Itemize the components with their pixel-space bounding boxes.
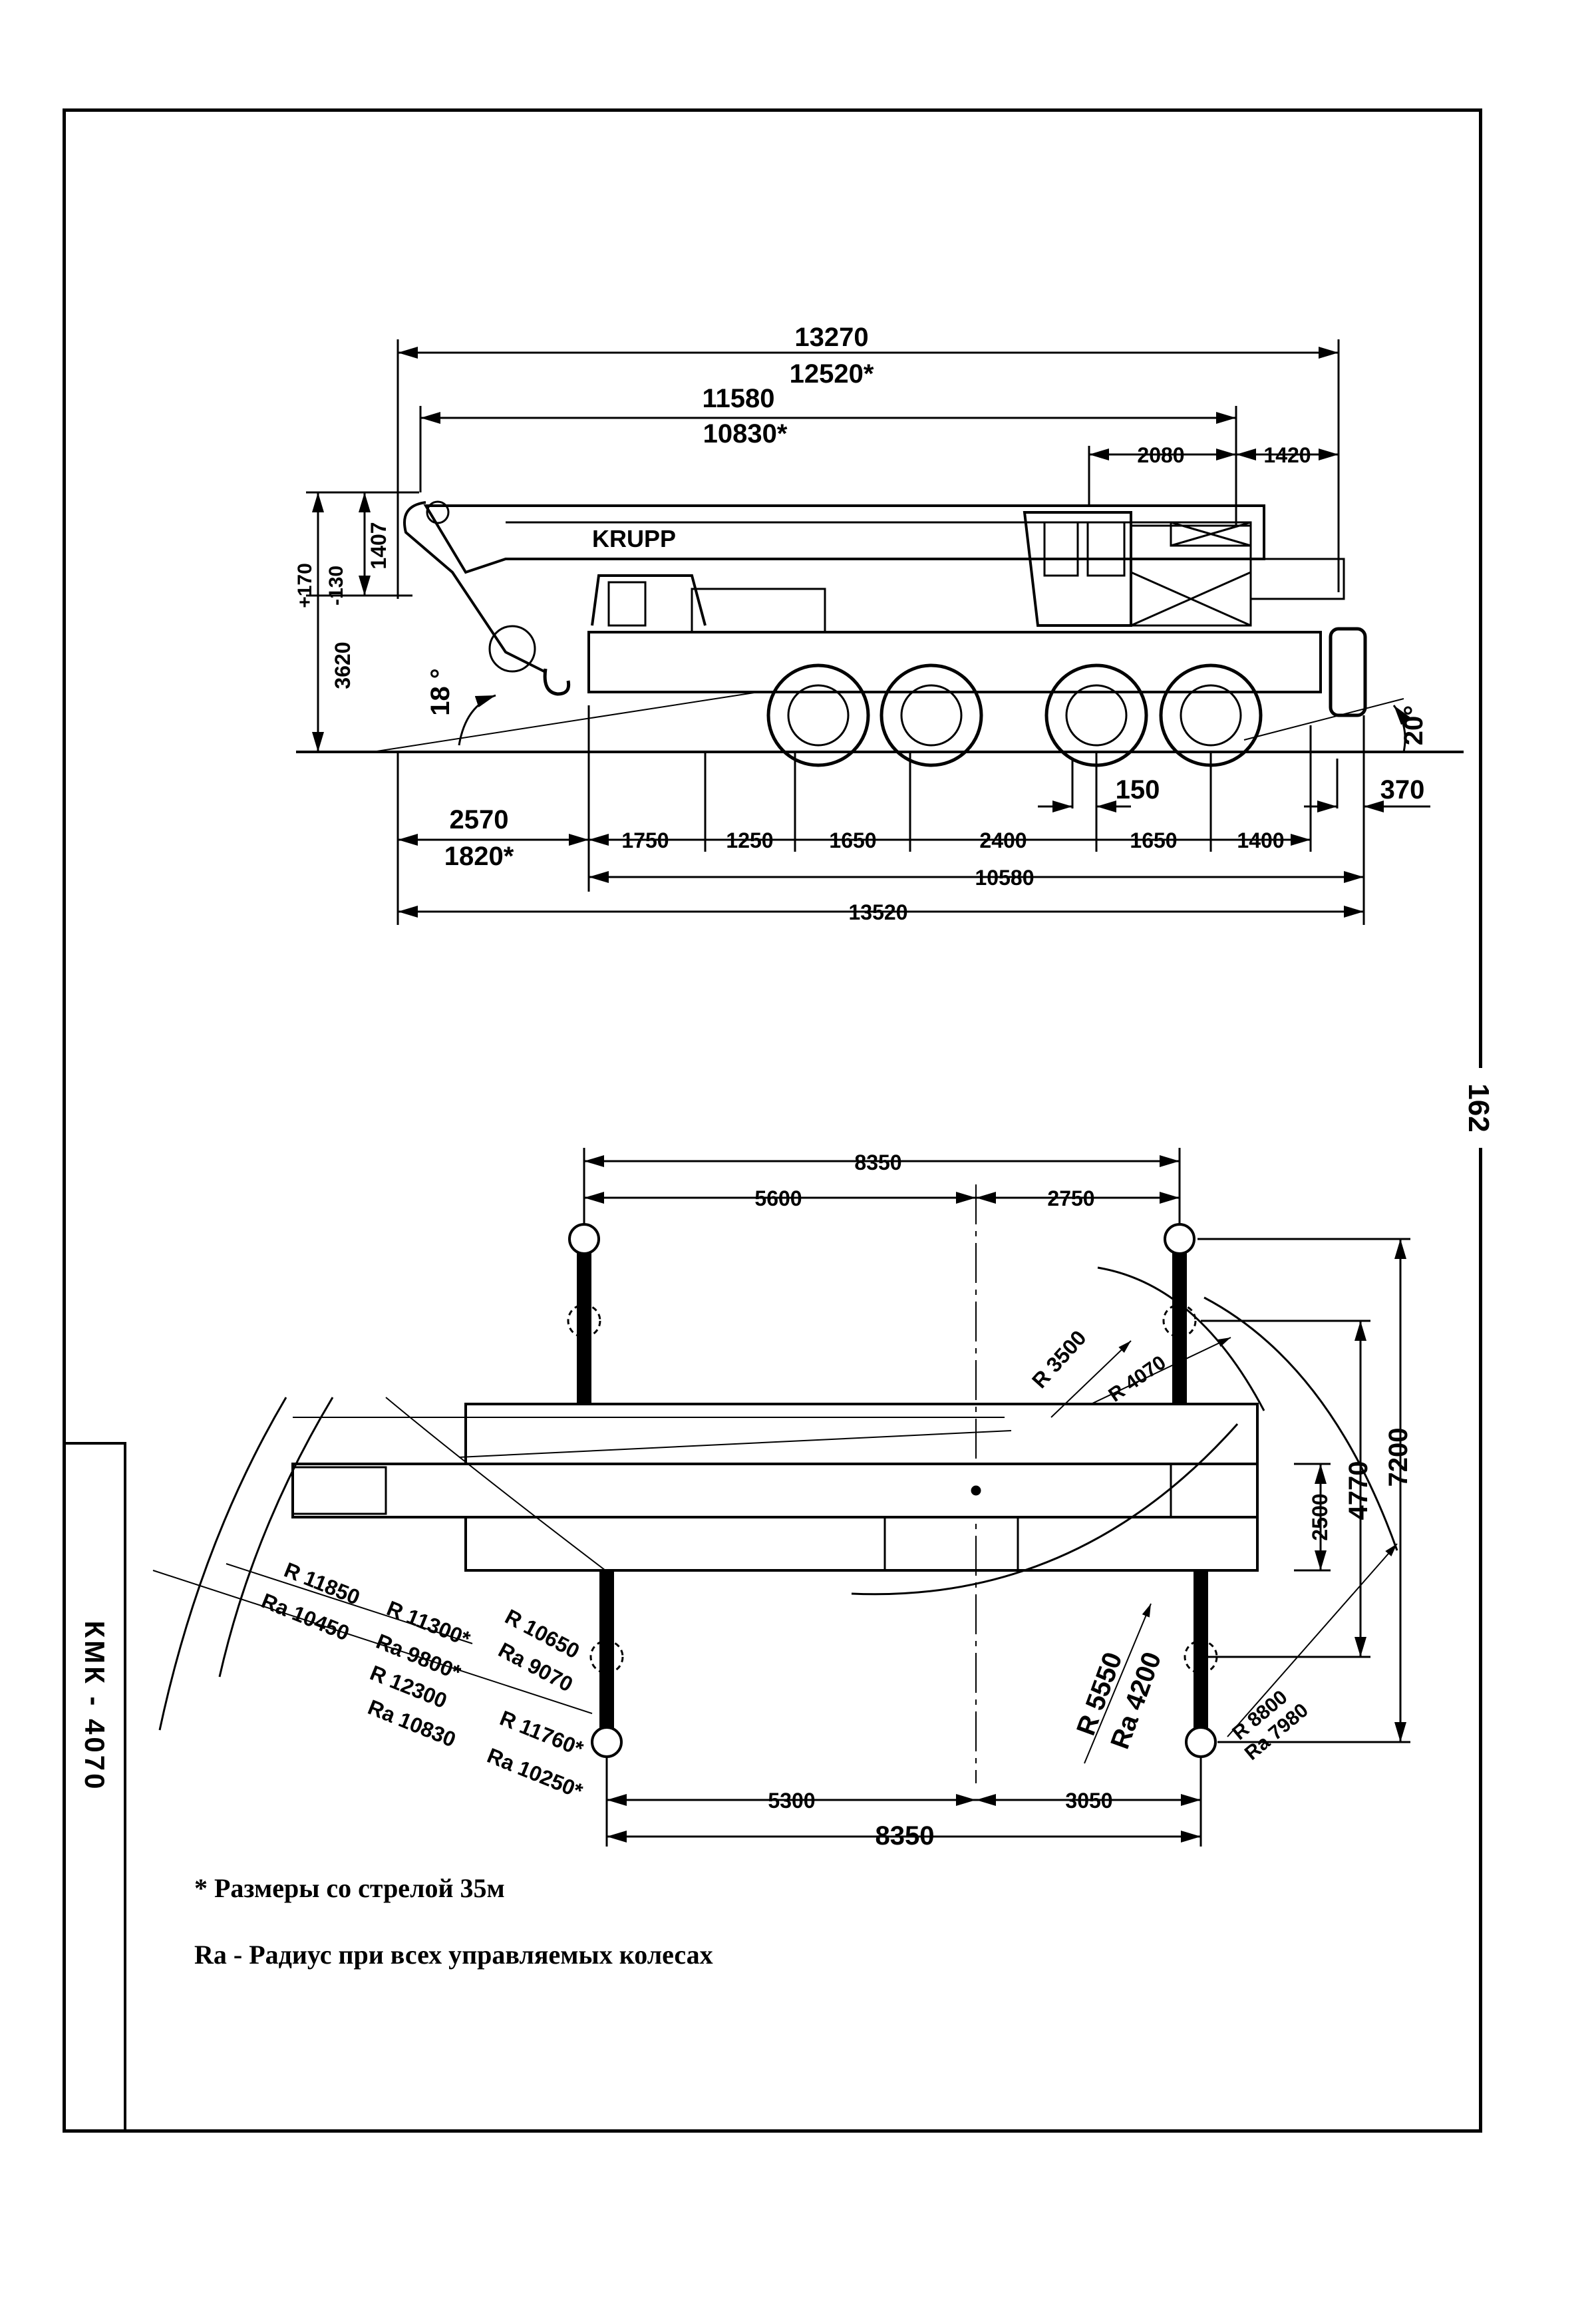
approach-angle-line [372, 691, 759, 753]
departure-angle-arc [1392, 705, 1411, 753]
dim-3050: 3050 [1065, 1789, 1112, 1813]
counterweight [1249, 558, 1345, 600]
turning-arc-rear [851, 1423, 1239, 1596]
sheave [426, 500, 450, 524]
dim-3620: 3620 [331, 641, 355, 689]
outrigger-pad [591, 1726, 623, 1758]
dim-7200: 7200 [1384, 1428, 1413, 1487]
radius-line [385, 1397, 606, 1571]
outriggers [567, 1223, 1218, 1758]
dim-1407: 1407 [367, 522, 391, 569]
outrigger-pad [568, 1223, 600, 1255]
outrigger-pad-retracted [567, 1304, 601, 1338]
dim-150: 150 [1116, 775, 1160, 804]
brand-label: KRUPP [592, 525, 676, 552]
turning-arc-outer-rear [1203, 1296, 1398, 1551]
rear-angle: 20° [1399, 705, 1428, 746]
dim-2750: 2750 [1047, 1186, 1094, 1210]
boom-head [403, 501, 546, 673]
turning-arc [218, 1397, 334, 1678]
dim-370: 370 [1380, 775, 1425, 804]
carrier-window [607, 581, 647, 627]
boom-guideline [458, 1430, 1012, 1458]
hook [543, 668, 571, 696]
wheels [766, 663, 1263, 767]
wheel [1159, 663, 1263, 767]
boom-note: * Размеры со стрелой 35м [194, 1873, 505, 1903]
radius-line-5550 [1084, 1603, 1152, 1764]
axle-dim-4: 2400 [979, 828, 1027, 852]
axle-dim-3: 1650 [829, 828, 876, 852]
front-angle: 18 ° [426, 668, 455, 716]
wheel-hub [787, 684, 850, 747]
turning-arc-inner [1097, 1266, 1265, 1411]
wheel [766, 663, 870, 767]
side-view [296, 339, 1464, 925]
ra-note: Ra - Радиус при всех управляемых колесах [194, 1940, 713, 1970]
side-view-labels: 13270 12520* 11580 10830* 2080 1420 KRUP… [294, 323, 1428, 924]
wheel [1044, 663, 1148, 767]
side-label-box [63, 1442, 126, 2133]
radius-4070: R 4070 [1104, 1351, 1170, 1407]
turning-arc-outer [158, 1397, 287, 1731]
radius-leader [152, 1570, 593, 1714]
dim-2570: 2570 [450, 805, 509, 834]
radius-3500: R 3500 [1027, 1326, 1091, 1393]
wheel-hub [900, 684, 963, 747]
superstructure-detail [1130, 571, 1251, 627]
dim-4770: 4770 [1344, 1461, 1373, 1520]
counterweight-box [1170, 521, 1252, 547]
dim-10580: 10580 [975, 866, 1035, 890]
cab-window [1043, 521, 1079, 577]
axle-dim-1: 1750 [621, 828, 669, 852]
radius-leader [226, 1563, 473, 1644]
chassis [587, 631, 1322, 693]
axle-dim-5: 1650 [1130, 828, 1177, 852]
turntable [691, 588, 826, 633]
dim-1820: 1820* [444, 842, 514, 871]
dim-10830: 10830* [703, 419, 788, 448]
slew-center [971, 1485, 981, 1496]
dim-13520: 13520 [849, 900, 908, 924]
wheel-hub [1065, 684, 1128, 747]
radius-line-8800 [1227, 1543, 1398, 1737]
outrigger-pad-retracted [589, 1640, 624, 1674]
approach-angle-arc [458, 694, 496, 746]
dim-tol-plus: +170 [294, 563, 316, 608]
dim-2080: 2080 [1137, 443, 1184, 467]
cab-window [1086, 521, 1126, 577]
radius-line-4070 [1090, 1337, 1231, 1405]
dim-11580: 11580 [702, 384, 774, 413]
departure-angle-line [1243, 698, 1404, 741]
dim-12520: 12520* [790, 359, 874, 389]
boom-plan [291, 1463, 1259, 1518]
dim-1420: 1420 [1263, 443, 1311, 467]
operator-cab-plan [883, 1516, 1019, 1572]
dim-8350-bottom: 8350 [876, 1821, 935, 1851]
rear-frame [1170, 1463, 1259, 1518]
carrier-cab [591, 574, 707, 626]
dim-5600: 5600 [754, 1186, 802, 1210]
dim-8350-top: 8350 [854, 1151, 901, 1174]
dim-13270: 13270 [794, 323, 868, 352]
axle-dim-6: 1400 [1237, 828, 1284, 852]
boom-head-plan [291, 1466, 387, 1515]
radius-line-3500 [1050, 1340, 1132, 1418]
page-number-gap [1477, 1068, 1488, 1148]
dim-tol-minus: -130 [325, 566, 347, 606]
axle-dim-2: 1250 [726, 828, 773, 852]
boom [423, 504, 1265, 574]
counterweight-detail [1170, 521, 1251, 547]
notes: * Размеры со стрелой 35м Ra - Радиус при… [194, 1875, 713, 2008]
plan-view [152, 1148, 1410, 1847]
outrigger-pad [1185, 1726, 1217, 1758]
wheel-hub [1180, 684, 1242, 747]
dim-5300: 5300 [768, 1789, 815, 1813]
hook-block [488, 625, 536, 673]
dim-2500: 2500 [1308, 1493, 1332, 1540]
outrigger-pad [1164, 1223, 1196, 1255]
wheel [879, 663, 983, 767]
rear-spare-wheel [1329, 627, 1367, 717]
